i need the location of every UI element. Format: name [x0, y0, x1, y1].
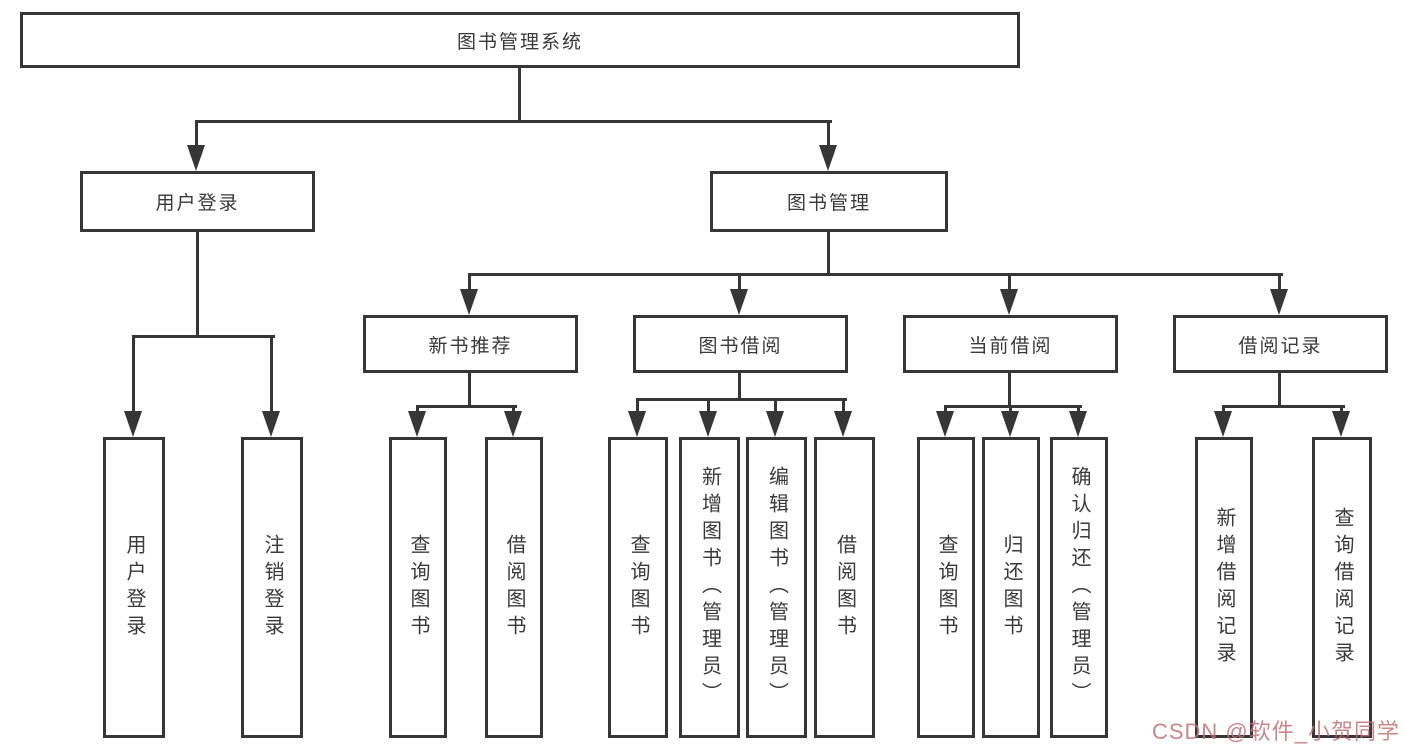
leaf-label: 借阅图书 — [503, 533, 525, 642]
leaf-confirm-return-admin: 确认归还（管理员） — [1050, 437, 1108, 738]
arrow-down-icon — [699, 411, 717, 437]
arrow-down-icon — [936, 411, 954, 437]
leaf-label: 查询借阅记录 — [1331, 506, 1353, 669]
leaf-label: 编辑图书（管理员） — [765, 466, 788, 709]
node-borrow-records: 借阅记录 — [1173, 315, 1388, 373]
connector-borrow-stem — [738, 373, 741, 398]
leaf-query-borrow-record: 查询借阅记录 — [1312, 437, 1372, 738]
leaf-user-login: 用户登录 — [103, 437, 165, 738]
connector-to-borrow-stem — [738, 273, 741, 291]
connector-borrow-leaf3-stem — [774, 398, 777, 413]
connector-recommend-leaf2-stem — [512, 405, 515, 415]
arrow-down-icon — [460, 289, 478, 315]
connector-to-user-login-stem — [195, 120, 198, 147]
connector-login-leaf1-stem — [132, 335, 135, 413]
leaf-label: 查询图书 — [627, 533, 649, 642]
connector-records-leaf1-stem — [1222, 405, 1225, 415]
leaf-label: 查询图书 — [407, 533, 429, 642]
connector-records-stem — [1278, 373, 1281, 405]
node-library-management-system: 图书管理系统 — [20, 12, 1020, 68]
arrow-down-icon — [408, 411, 426, 437]
connector-current-leaf3-stem — [1077, 405, 1080, 415]
arrow-down-icon — [1000, 289, 1018, 315]
connector-login-stem — [196, 232, 199, 335]
leaf-label: 新增图书（管理员） — [698, 466, 721, 709]
connector-to-current-stem — [1008, 273, 1011, 291]
connector-records-leaf2-stem — [1340, 405, 1343, 415]
node-book-management: 图书管理 — [710, 171, 948, 232]
node-current-borrow: 当前借阅 — [903, 315, 1118, 373]
arrow-down-icon — [1332, 411, 1350, 437]
connector-current-bar — [944, 405, 1082, 408]
connector-books-stem — [827, 232, 830, 273]
connector-borrow-leaf2-stem — [707, 398, 710, 413]
leaf-label: 查询图书 — [935, 533, 957, 642]
arrow-down-icon — [124, 411, 142, 437]
connector-root-bar — [195, 120, 832, 123]
leaf-query-books-recommend: 查询图书 — [389, 437, 447, 738]
node-new-book-recommend: 新书推荐 — [363, 315, 578, 373]
connector-to-book-management-stem — [827, 120, 830, 147]
connector-login-leaf2-stem — [270, 335, 273, 413]
arrow-down-icon — [628, 411, 646, 437]
arrow-down-icon — [1270, 289, 1288, 315]
connector-to-records-stem — [1278, 273, 1281, 291]
connector-current-leaf1-stem — [944, 405, 947, 415]
connector-to-recommend-stem — [468, 273, 471, 291]
arrow-down-icon — [504, 411, 522, 437]
leaf-query-books-current: 查询图书 — [917, 437, 975, 738]
arrow-down-icon — [766, 411, 784, 437]
connector-borrow-leaf4-stem — [842, 398, 845, 413]
connector-current-leaf2-stem — [1009, 405, 1012, 415]
connector-books-bar — [468, 273, 1283, 276]
arrow-down-icon — [1214, 411, 1232, 437]
leaf-label: 确认归还（管理员） — [1068, 466, 1090, 709]
connector-current-stem — [1008, 373, 1011, 405]
connector-records-bar — [1222, 405, 1345, 408]
node-book-borrow: 图书借阅 — [633, 315, 848, 373]
leaf-borrow-books: 借阅图书 — [814, 437, 875, 738]
leaf-label: 新增借阅记录 — [1213, 506, 1235, 669]
node-user-login: 用户登录 — [80, 171, 315, 232]
arrow-down-icon — [262, 411, 280, 437]
connector-login-bar — [132, 335, 275, 338]
connector-root-stem — [518, 68, 521, 120]
arrow-down-icon — [834, 411, 852, 437]
leaf-add-books-admin: 新增图书（管理员） — [679, 437, 740, 738]
leaf-query-books-borrow: 查询图书 — [608, 437, 668, 738]
connector-borrow-leaf1-stem — [636, 398, 639, 413]
leaf-return-books: 归还图书 — [982, 437, 1040, 738]
arrow-down-icon — [1001, 411, 1019, 437]
leaf-label: 归还图书 — [1000, 533, 1022, 642]
leaf-add-borrow-record: 新增借阅记录 — [1195, 437, 1253, 738]
csdn-watermark: CSDN @软件_小贺同学 — [1151, 719, 1400, 744]
leaf-logout: 注销登录 — [241, 437, 303, 738]
leaf-borrow-books-recommend: 借阅图书 — [485, 437, 543, 738]
connector-borrow-bar — [636, 398, 847, 401]
leaf-label: 借阅图书 — [833, 533, 856, 642]
arrow-down-icon — [1069, 411, 1087, 437]
arrow-down-icon — [730, 289, 748, 315]
connector-recommend-bar — [416, 405, 517, 408]
connector-recommend-leaf1-stem — [416, 405, 419, 415]
leaf-label: 用户登录 — [123, 533, 145, 642]
leaf-edit-books-admin: 编辑图书（管理员） — [746, 437, 807, 738]
connector-recommend-stem — [468, 373, 471, 405]
arrow-down-icon — [819, 145, 837, 171]
leaf-label: 注销登录 — [261, 533, 283, 642]
arrow-down-icon — [187, 145, 205, 171]
